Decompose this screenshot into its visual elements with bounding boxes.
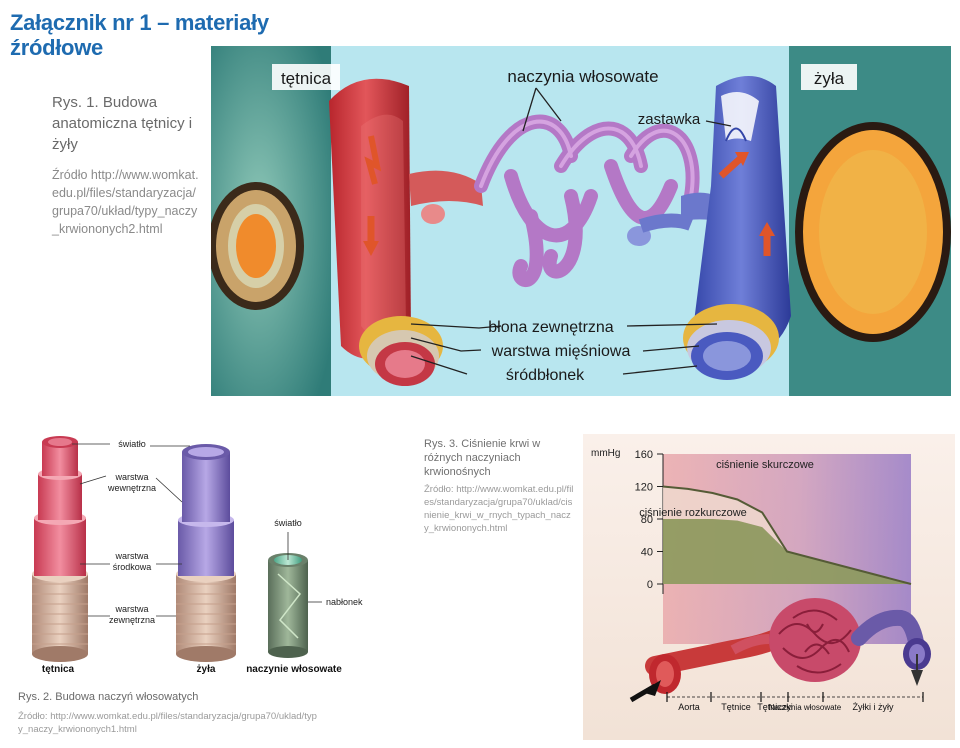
label-middle-1: warstwa bbox=[114, 551, 148, 561]
label-capillaries: naczynia włosowate bbox=[507, 67, 658, 86]
category-arteries: Tętnice bbox=[721, 702, 751, 712]
label-artery: tętnica bbox=[281, 69, 332, 88]
label-outer-1: warstwa bbox=[114, 604, 148, 614]
label-outer-layer: błona zewnętrzna bbox=[488, 319, 614, 336]
chart-ylabel: mmHg bbox=[591, 448, 620, 459]
vessel-strip-illustration bbox=[629, 598, 931, 703]
label-endothelium: śródbłonek bbox=[506, 367, 585, 384]
category-axis: Aorta Tętnice Tętniczki Naczynia włosowa… bbox=[666, 692, 924, 712]
annotation-diastolic-1: ciśnienie rozkurczowe bbox=[639, 507, 747, 519]
vein-vessel bbox=[691, 76, 791, 356]
figure-2-source: Źródło: http://www.womkat.edu.pl/files/s… bbox=[18, 711, 317, 735]
figure-2-illustration: światło warstwa wewnętrzna warstwa środk… bbox=[10, 424, 400, 686]
category-capillaries: Naczynia włosowate bbox=[769, 703, 842, 712]
arteriole bbox=[409, 170, 483, 206]
label-artery-name: tętnica bbox=[42, 664, 75, 675]
pulse-pressure-area bbox=[663, 486, 911, 584]
systolic-line bbox=[662, 485, 912, 585]
y-tick-label: 40 bbox=[641, 547, 653, 559]
label-outer-2: zewnętrzna bbox=[109, 615, 155, 625]
label-muscle-layer: warstwa mięśniowa bbox=[491, 343, 631, 360]
y-tick-label: 160 bbox=[635, 449, 653, 461]
page-heading: Załącznik nr 1 – materiały źródłowe bbox=[10, 10, 269, 60]
label-epithelium: nabłonek bbox=[326, 597, 363, 607]
figure-2-caption: Rys. 2. Budowa naczyń włosowatych bbox=[18, 691, 199, 703]
category-arterioles: Tętniczki bbox=[757, 702, 793, 712]
y-tick-label: 0 bbox=[647, 579, 653, 591]
label-valve: zastawka bbox=[638, 111, 701, 128]
figure-3-source: Źródło: http://www.womkat.edu.pl/files/s… bbox=[424, 484, 574, 534]
y-tick-label: 120 bbox=[635, 482, 653, 494]
category-venules-veins: Żyłki i żyły bbox=[853, 702, 894, 712]
capillary-diagram bbox=[268, 553, 308, 658]
label-lumen: światło bbox=[118, 439, 146, 449]
category-aorta: Aorta bbox=[678, 702, 700, 712]
label-middle-2: środkowa bbox=[113, 562, 152, 572]
y-tick-label: 80 bbox=[641, 514, 653, 526]
artery-cross-section bbox=[236, 214, 276, 278]
label-capillary-name: naczynie włosowate bbox=[246, 664, 342, 675]
figure-3-chart: mmHg 0 40 80 120 160 ciśnienie skurczowe ciś… bbox=[583, 434, 955, 740]
figure-3-caption: Rys. 3. Ciśnienie krwi w różnych naczyni… bbox=[424, 438, 541, 478]
label-lumen-capillary: światło bbox=[274, 518, 302, 528]
figure-1-caption: Rys. 1. Budowa anatomiczna tętnicy i żył… bbox=[52, 94, 193, 153]
annotation-systolic-1: ciśnienie skurczowe bbox=[716, 459, 814, 471]
vein-layers-diagram bbox=[176, 444, 236, 662]
label-inner-2: wewnętrzna bbox=[107, 483, 156, 493]
label-inner-1: warstwa bbox=[114, 472, 148, 482]
figure-1-source: Źródło http://www.womkat.edu.pl/files/st… bbox=[52, 168, 199, 236]
figure-1-illustration: tętnica żyła naczynia włosowate zastawka… bbox=[211, 46, 951, 396]
label-vein-name: żyła bbox=[197, 664, 216, 675]
valve bbox=[721, 92, 759, 141]
label-vein: żyła bbox=[814, 69, 845, 88]
artery-layers-diagram bbox=[32, 436, 88, 662]
